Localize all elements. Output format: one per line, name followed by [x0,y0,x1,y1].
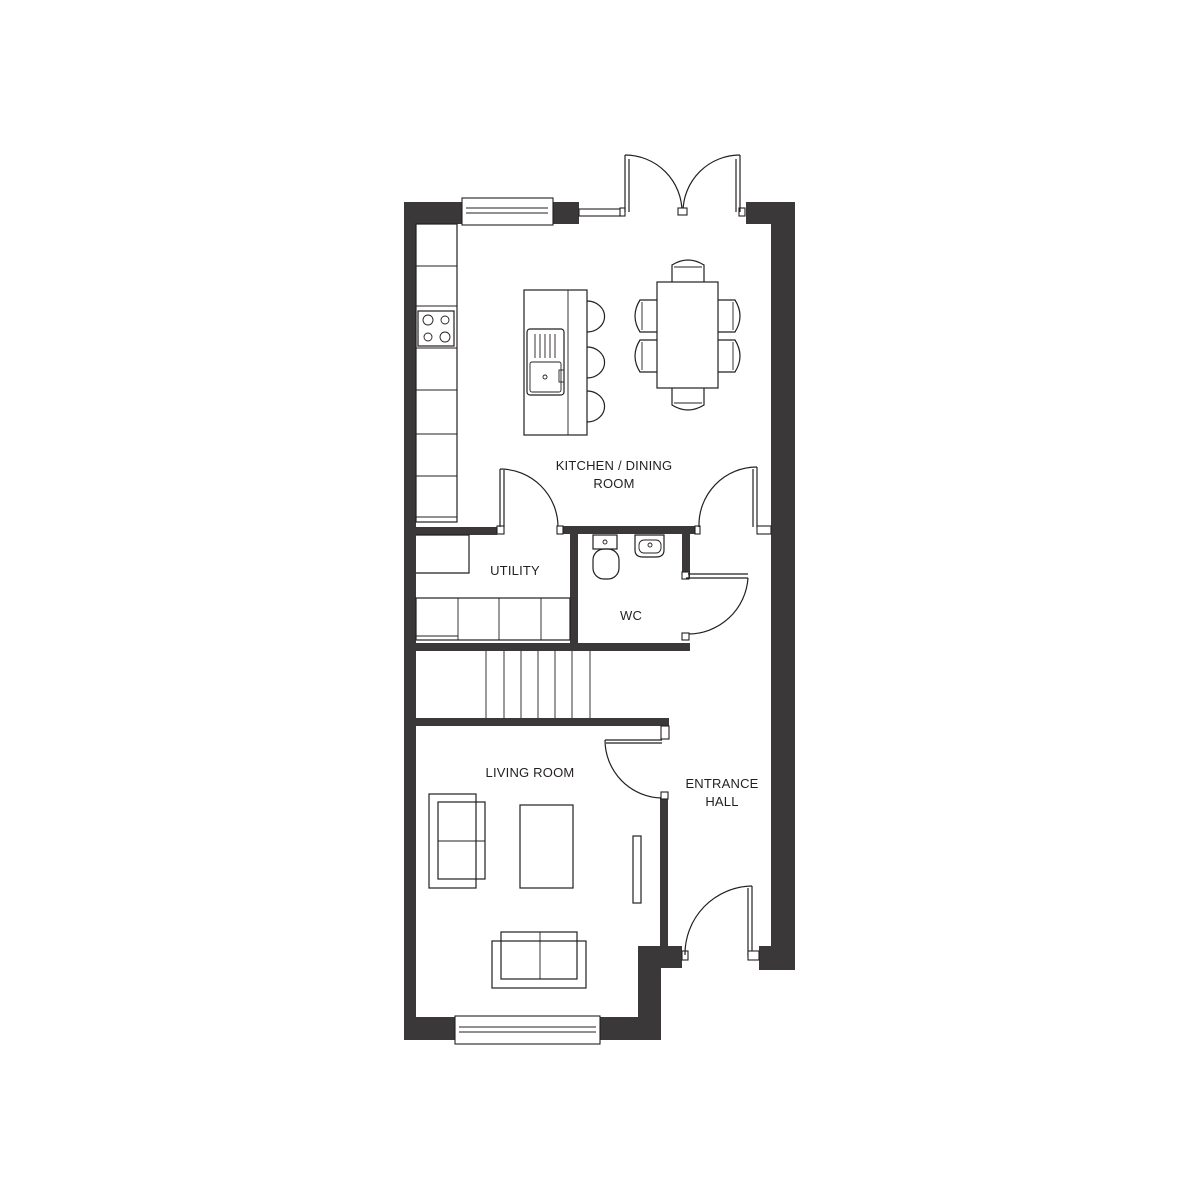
doors [496,154,772,961]
wc-top-wall [563,526,695,534]
bar-stool [586,300,606,333]
wc-label: WC [620,608,642,623]
entrance-hall-label-line2: HALL [705,794,738,809]
kitchen-island [523,289,606,436]
bar-stool [586,346,606,379]
dining-table [656,281,719,389]
porch-return-wall [638,946,661,1040]
bar-stool [586,390,606,423]
living-room-label: LIVING ROOM [486,765,575,780]
utility-top-wall [416,527,497,535]
wc-bottom-wall [416,643,690,651]
hall-kitchen-door [694,466,772,535]
top-wall-left [404,202,466,224]
right-exterior-wall [771,202,795,970]
coffee-table [519,804,574,889]
utility-units [415,534,571,641]
staircase [485,651,591,718]
porch-return-top [638,946,682,968]
room-labels: KITCHEN / DINING ROOM UTILITY WC LIVING … [486,458,759,809]
wc-door [681,571,749,641]
kitchen-dining-label-line2: ROOM [593,476,634,491]
tv-unit [632,835,642,904]
living-door [604,725,670,800]
utility-label: UTILITY [490,563,540,578]
worktop-run [415,223,458,523]
living-window [454,1015,601,1045]
kitchen-window [461,197,554,226]
windows [454,197,622,1045]
side-glazing [578,208,622,217]
front-right-pier [759,946,795,970]
wc-fittings [592,534,665,580]
toilet [592,534,620,580]
living-furniture [428,793,642,989]
kitchen-dining-label-line1: KITCHEN / DINING [556,458,673,473]
front-door [681,885,760,961]
living-right-wall [660,797,668,947]
kitchen-units [415,223,458,523]
left-exterior-wall [404,202,416,1040]
living-top-wall [416,718,669,726]
utility-wc-partition [570,534,578,644]
entrance-hall-label-line1: ENTRANCE [685,776,758,791]
bottom-wall-left [404,1017,458,1040]
walls [404,202,795,1040]
top-wall-middle [548,202,579,224]
dining-set [634,259,741,411]
basin [634,534,665,558]
sink [526,328,565,396]
hob [417,310,455,347]
utility-door [496,468,564,535]
sofa [491,931,587,989]
armchair-sofa [428,793,486,889]
wc-right-wall [682,534,690,578]
french-doors [619,154,746,217]
